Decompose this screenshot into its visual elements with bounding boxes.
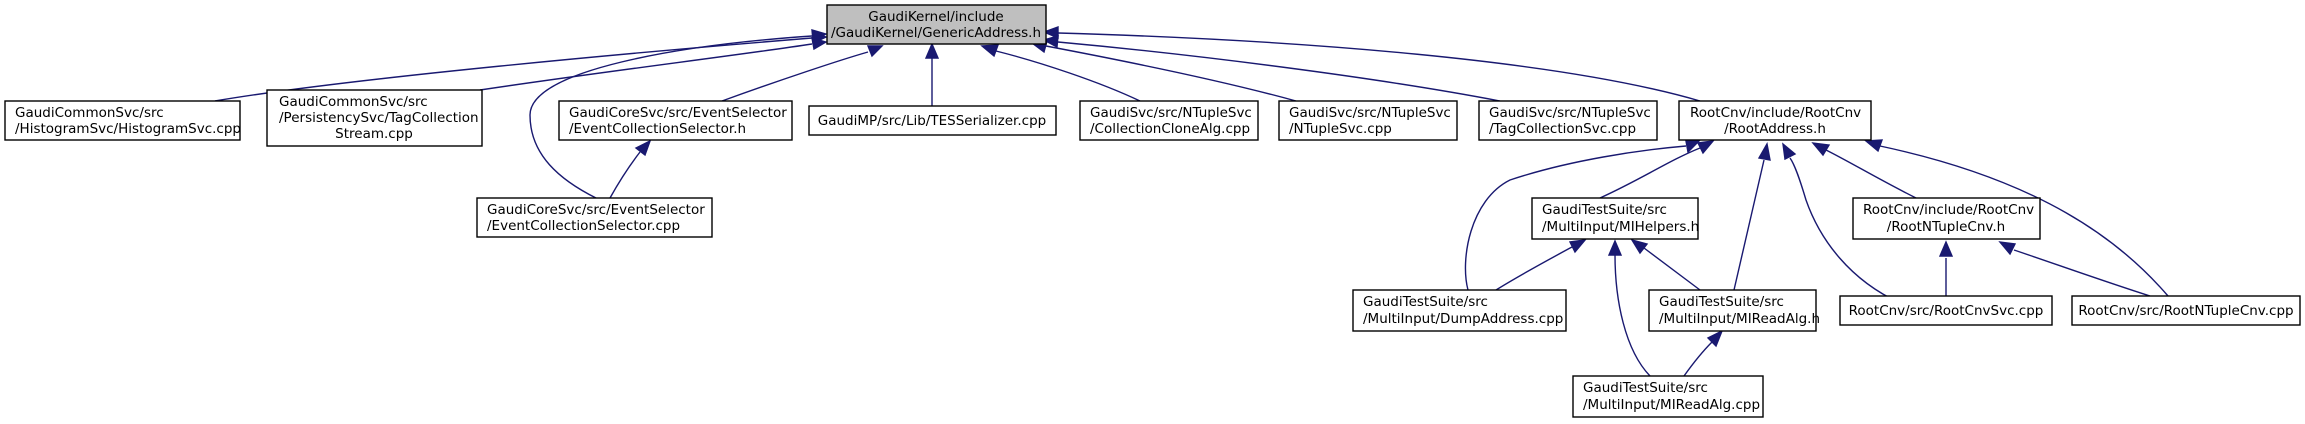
edge-dumpaddress-to-rootaddress [1464, 145, 1687, 291]
edge-persistency-to-root [479, 43, 813, 91]
arrowhead [1607, 239, 1623, 256]
arrowhead [1630, 238, 1649, 255]
node-dump-address-cpp[interactable]: GaudiTestSuite/src /MultiInput/DumpAddre… [1352, 289, 1567, 332]
node-label-line1: GaudiKernel/include [868, 9, 1003, 25]
node-label-line2: /CollectionCloneAlg.cpp [1090, 121, 1250, 137]
node-root-cnv-svc-cpp[interactable]: RootCnv/src/RootCnvSvc.cpp [1839, 295, 2053, 326]
node-event-collection-selector-h[interactable]: GaudiCoreSvc/src/EventSelector /EventCol… [558, 100, 793, 141]
node-persistency-svc-cpp[interactable]: GaudiCommonSvc/src /PersistencySvc/TagCo… [266, 89, 483, 147]
node-label-line1: RootCnv/src/RootCnvSvc.cpp [1849, 303, 2044, 319]
node-label-line1: GaudiTestSuite/src [1542, 202, 1667, 218]
arrowhead [1568, 239, 1587, 254]
node-tes-serializer-cpp[interactable]: GaudiMP/src/Lib/TESSerializer.cpp [808, 105, 1057, 136]
edge-rootntuplecnv-h-to-rootaddress [1825, 149, 1917, 199]
node-label-line2: /EventCollectionSelector.h [569, 121, 746, 137]
nodes: GaudiKernel/include /GaudiKernel/Generic… [4, 4, 2301, 418]
arrowhead [866, 45, 884, 58]
node-root-ntuple-cnv-h[interactable]: RootCnv/include/RootCnv /RootNTupleCnv.h [1852, 197, 2041, 240]
arrowhead [634, 139, 652, 157]
node-generic-address-h[interactable]: GaudiKernel/include /GaudiKernel/Generic… [826, 4, 1047, 45]
arrowhead [1938, 240, 1954, 257]
edge-mireadalg-h-to-mihelpers [1643, 247, 1701, 291]
node-label-line1: GaudiCommonSvc/src [15, 105, 164, 121]
edge-mireadalg-cpp-to-h [1683, 341, 1713, 377]
arrowhead [1757, 141, 1771, 161]
node-histogram-svc-cpp[interactable]: GaudiCommonSvc/src /HistogramSvc/Histogr… [4, 100, 241, 141]
node-collection-clone-alg-cpp[interactable]: GaudiSvc/src/NTupleSvc /CollectionCloneA… [1079, 100, 1259, 141]
edge-rootaddress-to-root [1057, 32, 1701, 102]
node-label-line2: /NTupleSvc.cpp [1289, 121, 1392, 137]
edge-ntuplesvc-to-root [1045, 45, 1297, 102]
node-label-line1: GaudiCoreSvc/src/EventSelector [487, 202, 705, 218]
node-label-line1: GaudiSvc/src/NTupleSvc [1289, 105, 1451, 121]
node-mihelpers-h[interactable]: GaudiTestSuite/src /MultiInput/MIHelpers… [1531, 197, 1699, 240]
node-label-line3: Stream.cpp [335, 126, 413, 142]
node-label-line1: GaudiCoreSvc/src/EventSelector [569, 105, 787, 121]
node-label-line1: RootCnv/src/RootNTupleCnv.cpp [2078, 303, 2293, 319]
node-mireadalg-h[interactable]: GaudiTestSuite/src /MultiInput/MIReadAlg… [1648, 289, 1820, 332]
node-label-line2: /MultiInput/DumpAddress.cpp [1363, 311, 1563, 327]
node-ntuple-svc-cpp[interactable]: GaudiSvc/src/NTupleSvc /NTupleSvc.cpp [1278, 100, 1458, 141]
node-label-line2: /HistogramSvc/HistogramSvc.cpp [15, 121, 241, 137]
arrowhead [1782, 142, 1797, 161]
arrowhead [1042, 26, 1059, 40]
node-root-address-h[interactable]: RootCnv/include/RootCnv /RootAddress.h [1678, 100, 1872, 141]
node-label-line1: RootCnv/include/RootCnv [1690, 105, 1861, 121]
node-label-line2: /MultiInput/MIHelpers.h [1542, 219, 1699, 235]
node-label-line1: GaudiMP/src/Lib/TESSerializer.cpp [818, 113, 1046, 129]
node-root-ntuple-cnv-cpp[interactable]: RootCnv/src/RootNTupleCnv.cpp [2071, 295, 2301, 326]
edge-mireadalg-h-to-rootaddress [1733, 159, 1765, 291]
node-tag-collection-svc-cpp[interactable]: GaudiSvc/src/NTupleSvc /TagCollectionSvc… [1478, 100, 1658, 141]
edge-rootntuplecnv-cpp-to-rootaddress [1879, 145, 2169, 297]
arrowhead [1042, 35, 1059, 49]
node-label-line1: GaudiSvc/src/NTupleSvc [1489, 105, 1651, 121]
arrowhead [1811, 142, 1831, 157]
edge-mihelpers-to-rootaddress [1599, 147, 1701, 199]
arrowhead [1685, 139, 1702, 154]
edge-mireadalg-cpp-to-mihelpers [1614, 254, 1651, 377]
node-event-collection-selector-cpp[interactable]: GaudiCoreSvc/src/EventSelector /EventCol… [476, 197, 713, 238]
edge-evtsel-cpp-to-root [529, 35, 813, 199]
arrowhead [1706, 329, 1724, 348]
node-label-line2: /MultiInput/MIReadAlg.cpp [1583, 397, 1760, 413]
node-label-line2: /GaudiKernel/GenericAddress.h [831, 25, 1041, 41]
arrowhead [980, 44, 1000, 58]
node-label-line2: /MultiInput/MIReadAlg.h [1659, 311, 1820, 327]
arrowhead [1998, 241, 2017, 256]
node-mireadalg-cpp[interactable]: GaudiTestSuite/src /MultiInput/MIReadAlg… [1572, 375, 1764, 418]
node-label-line1: GaudiSvc/src/NTupleSvc [1090, 105, 1252, 121]
edge-evtsel-cpp-to-h [609, 151, 641, 199]
edge-rootntuplecnv-cpp-to-h [2013, 249, 2151, 297]
node-label-line1: GaudiTestSuite/src [1583, 380, 1708, 396]
arrowhead [1864, 139, 1884, 153]
node-label-line2: /PersistencySvc/TagCollection [279, 110, 479, 126]
node-label-line2: /TagCollectionSvc.cpp [1489, 121, 1636, 137]
node-label-line1: RootCnv/include/RootCnv [1863, 202, 2034, 218]
node-label-line2: /EventCollectionSelector.cpp [487, 218, 680, 234]
edge-dumpaddress-to-mihelpers [1495, 246, 1573, 291]
edge-tagcoll-to-root [1057, 41, 1501, 102]
arrowhead [1696, 140, 1715, 155]
arrowhead [811, 37, 828, 51]
node-label-line1: GaudiTestSuite/src [1659, 294, 1784, 310]
node-label-line1: GaudiTestSuite/src [1363, 294, 1488, 310]
node-label-line2: /RootAddress.h [1724, 121, 1826, 137]
arrowhead [811, 29, 828, 43]
edge-evtsel-h-to-root [721, 51, 869, 102]
edge-rootcnvsvc-to-rootaddress [1789, 157, 1901, 304]
arrowhead [924, 42, 940, 59]
node-label-line2: /RootNTupleCnv.h [1887, 219, 2005, 235]
edge-clonealg-to-root [995, 50, 1141, 102]
node-label-line1: GaudiCommonSvc/src [279, 94, 428, 110]
